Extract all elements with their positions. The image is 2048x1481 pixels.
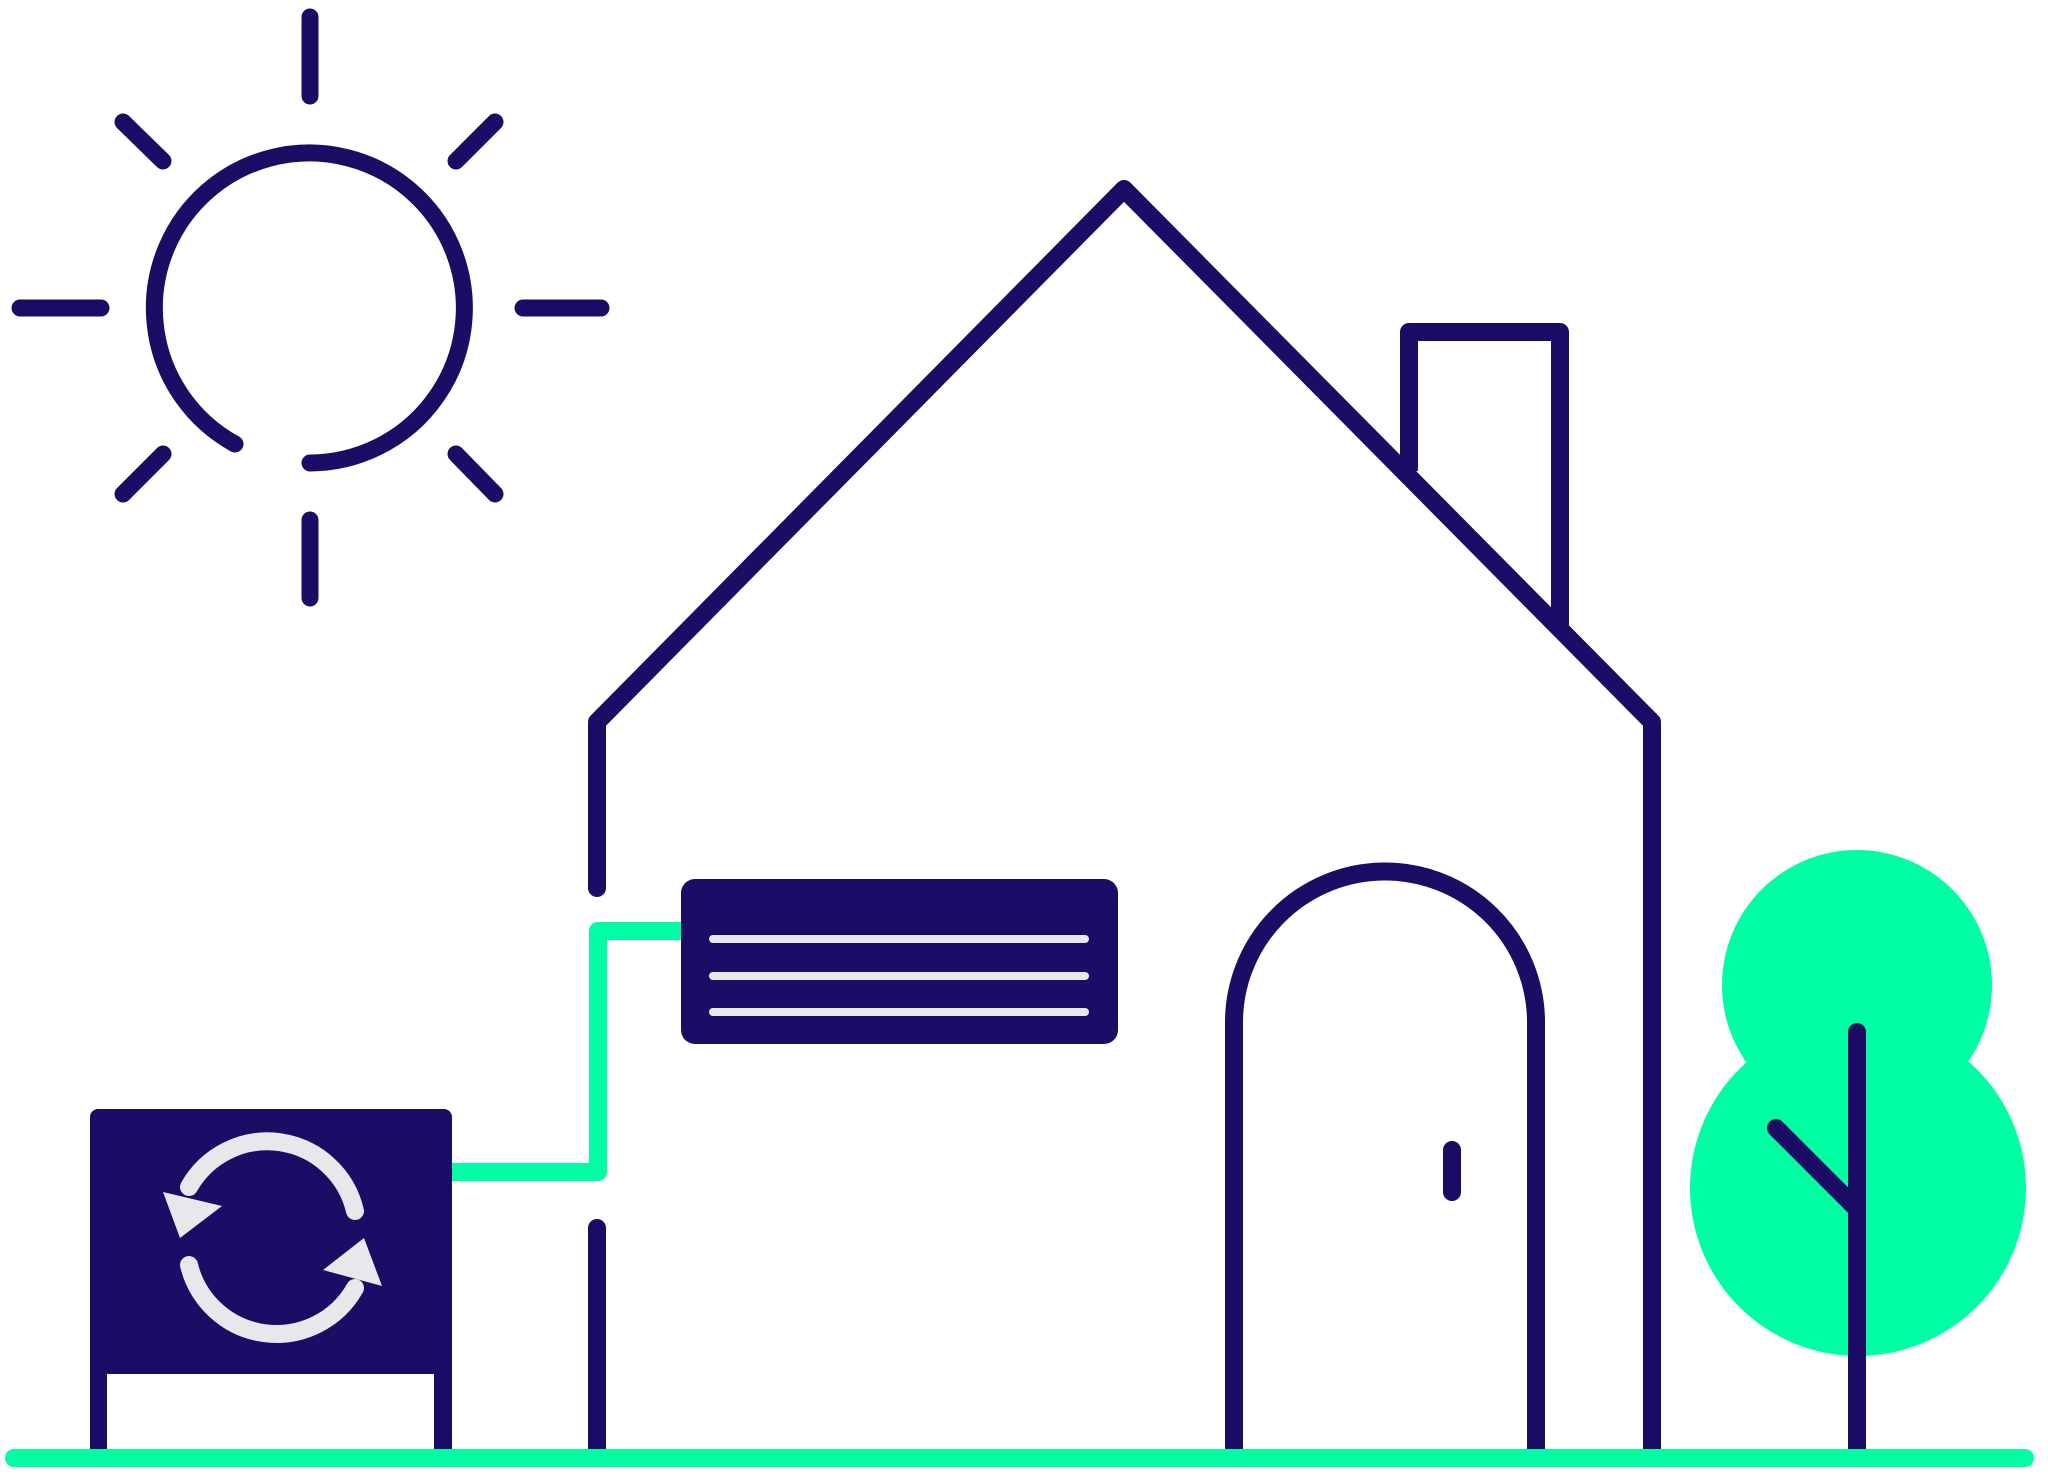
chimney <box>1400 323 1569 625</box>
door <box>1224 862 1545 1467</box>
outdoor-unit <box>90 1109 452 1457</box>
sun-icon <box>11 8 610 607</box>
house-outline <box>588 180 1661 1467</box>
cycle-arrows-icon <box>163 1132 382 1343</box>
indoor-unit <box>681 879 1118 1044</box>
tree-icon <box>1690 850 2026 1467</box>
refrigerant-pipe <box>450 922 690 1181</box>
